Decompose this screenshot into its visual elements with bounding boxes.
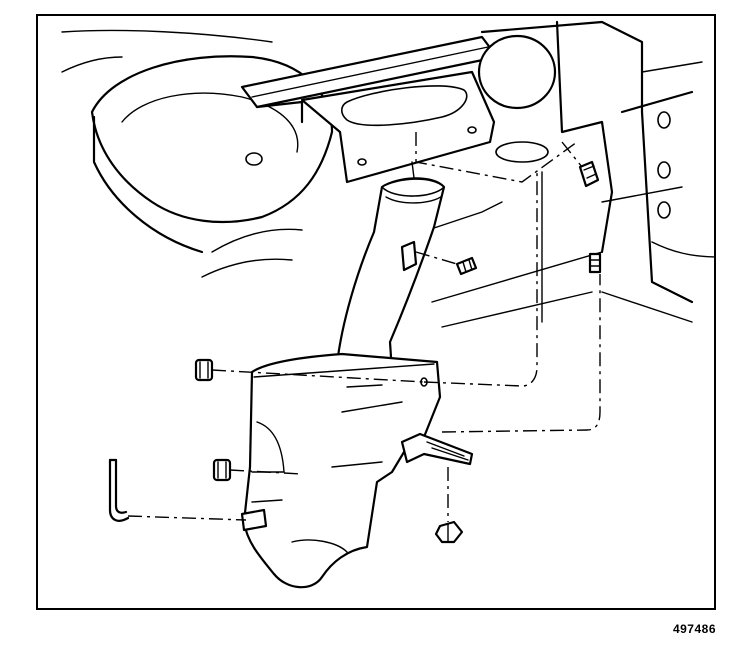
bolt-right (588, 252, 602, 274)
diagram-frame (36, 14, 716, 610)
body-structure (61, 20, 714, 328)
washer-reservoir (240, 177, 474, 589)
diagram-illustration (61, 20, 714, 589)
bolt-center (455, 256, 478, 276)
alignment-lines (127, 132, 601, 522)
bolt-upper-right (578, 160, 600, 188)
reference-number: 497486 (672, 622, 716, 636)
nut-upper-left (194, 358, 214, 382)
nut-bottom (434, 520, 464, 544)
nut-middle-left (212, 458, 232, 482)
washer-hose (108, 458, 130, 522)
